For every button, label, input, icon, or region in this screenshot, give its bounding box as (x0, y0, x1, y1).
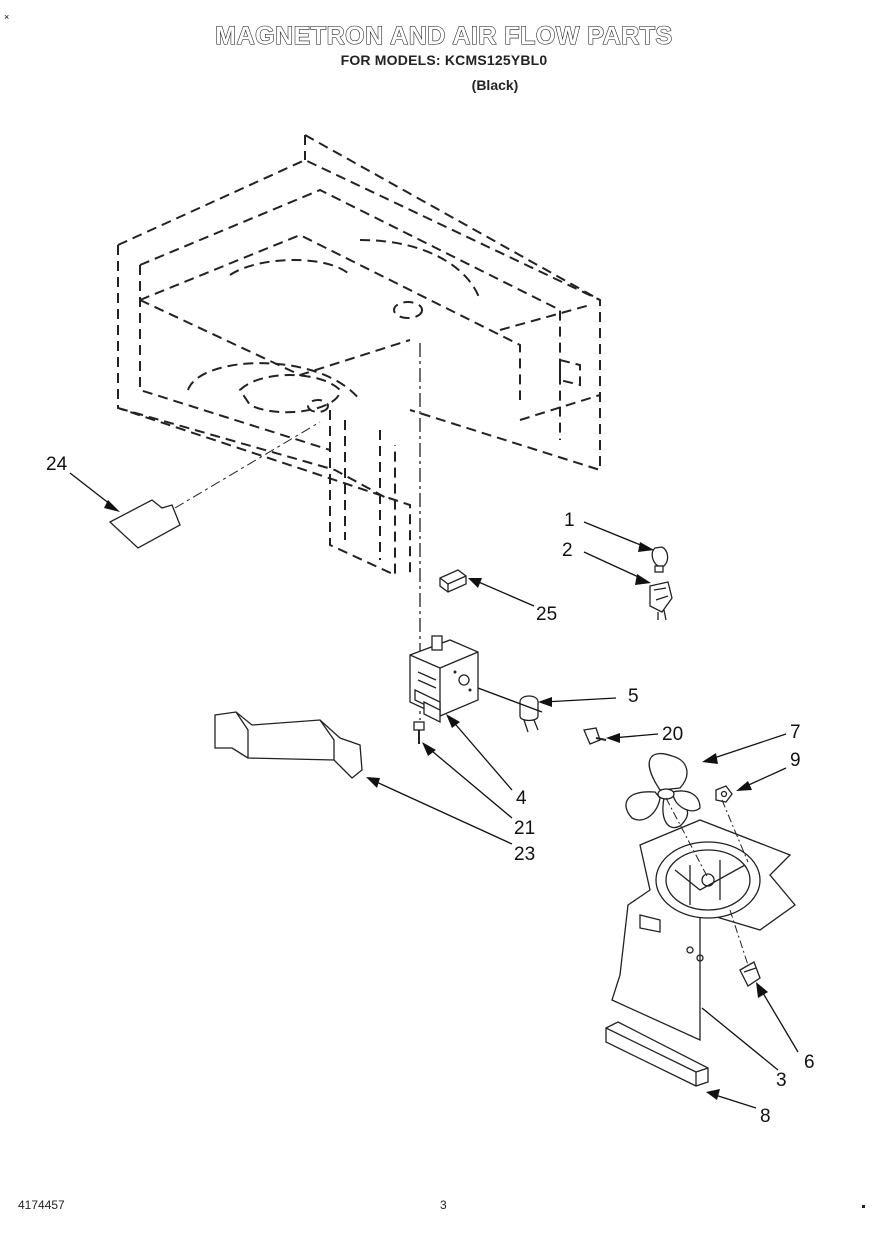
callout-6: 6 (804, 1052, 815, 1073)
callout-2: 2 (562, 540, 573, 561)
doc-number: 4174457 (18, 1198, 65, 1212)
callout-1: 1 (564, 510, 575, 531)
callout-24: 24 (46, 454, 68, 475)
oven-cabinet-outline (117, 134, 601, 577)
callout-9: 9 (790, 750, 801, 771)
callout-5: 5 (628, 686, 639, 707)
callout-4: 4 (516, 788, 527, 809)
part-8-foam-strip (605, 1021, 709, 1087)
part-21-screw (413, 721, 425, 744)
part-20-screw (583, 727, 607, 745)
part-9-nut (715, 785, 733, 803)
part-5-thermostat (519, 695, 539, 733)
part-4-magnetron (409, 635, 479, 724)
callout-7: 7 (790, 722, 801, 743)
part-6-clip (739, 961, 761, 987)
callout-3: 3 (776, 1070, 787, 1091)
corner-mark: × (4, 12, 9, 22)
part-25-block (439, 569, 467, 593)
callout-21: 21 (514, 818, 535, 839)
part-23-air-guide (214, 711, 363, 779)
callout-20: 20 (662, 724, 683, 745)
part-7-fan-blade (625, 752, 701, 829)
models-line: FOR MODELS: KCMS125YBL0 (340, 52, 548, 68)
page-title: MAGNETRON AND AIR FLOW PARTS (215, 21, 673, 50)
page-number: 3 (440, 1198, 447, 1212)
part-2-socket (649, 581, 673, 621)
callout-8: 8 (760, 1106, 771, 1127)
callout-23: 23 (514, 844, 535, 865)
part-24-label (108, 421, 321, 549)
callout-25: 25 (536, 604, 557, 625)
part-3-fan-motor-bracket (611, 797, 796, 1042)
corner-mark (862, 1205, 865, 1208)
part-1-lamp (651, 546, 669, 573)
color-note: (Black) (471, 77, 519, 93)
leader-lines (69, 472, 799, 1109)
